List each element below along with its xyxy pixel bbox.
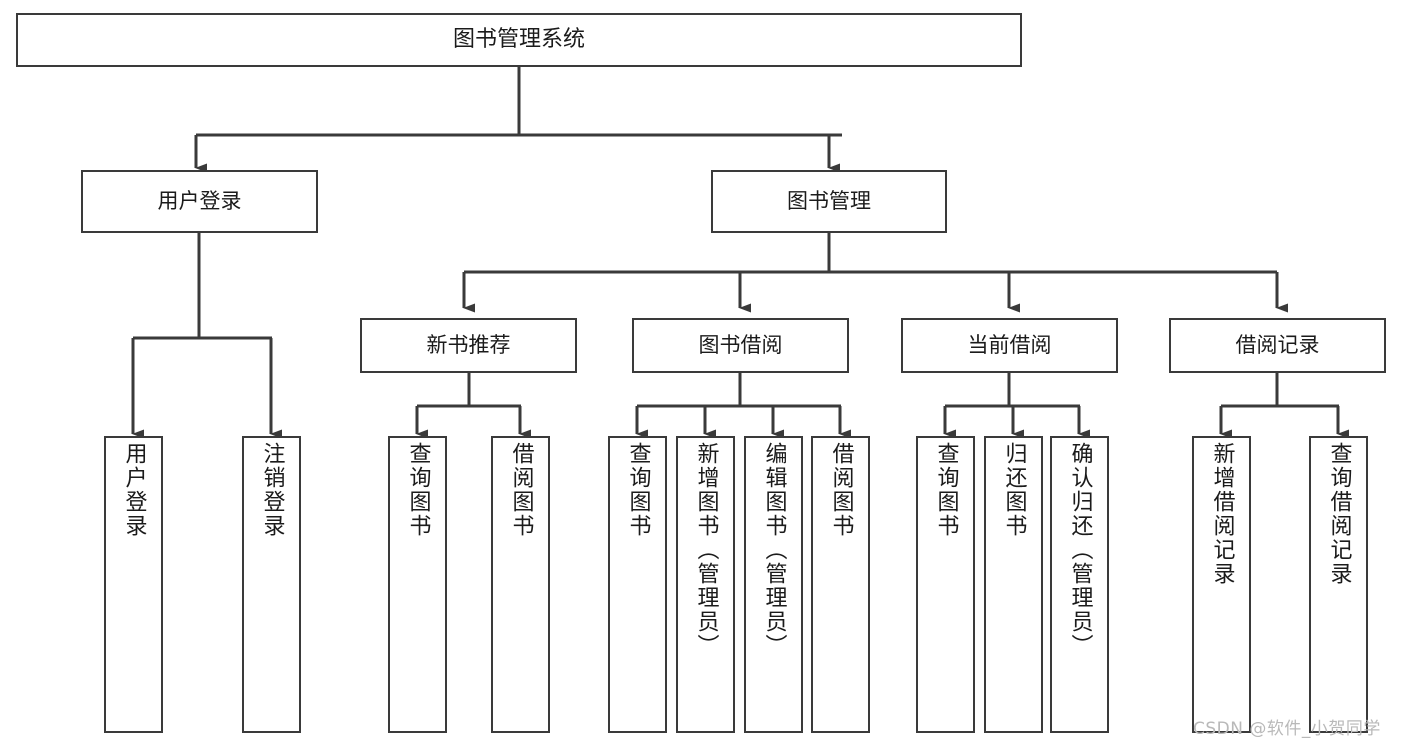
node-leaf-query-book-1-label: 查询图书: [405, 442, 431, 538]
node-leaf-confirm-return-label: 确认归还（管理员）: [1067, 442, 1093, 658]
node-leaf-query-book-3[interactable]: 查询图书: [916, 436, 975, 733]
node-leaf-add-record-label: 新增借阅记录: [1209, 442, 1235, 586]
node-leaf-query-book-2[interactable]: 查询图书: [608, 436, 667, 733]
node-leaf-borrow-book-2-label: 借阅图书: [828, 442, 854, 538]
node-leaf-borrow-book-2[interactable]: 借阅图书: [811, 436, 870, 733]
node-leaf-confirm-return[interactable]: 确认归还（管理员）: [1050, 436, 1109, 733]
node-book-borrow[interactable]: 图书借阅: [632, 318, 849, 373]
node-leaf-add-book[interactable]: 新增图书（管理员）: [676, 436, 735, 733]
node-user-login[interactable]: 用户登录: [81, 170, 318, 233]
node-leaf-user-login[interactable]: 用户登录: [104, 436, 163, 733]
node-leaf-query-record[interactable]: 查询借阅记录: [1309, 436, 1368, 733]
node-leaf-borrow-book-1[interactable]: 借阅图书: [491, 436, 550, 733]
node-leaf-edit-book-label: 编辑图书（管理员）: [761, 442, 787, 658]
node-leaf-borrow-book-1-label: 借阅图书: [508, 442, 534, 538]
node-borrow-record-label: 借阅记录: [1235, 332, 1320, 357]
node-leaf-edit-book[interactable]: 编辑图书（管理员）: [744, 436, 803, 733]
node-leaf-user-login-label: 用户登录: [121, 442, 147, 538]
node-root-book-management-system[interactable]: 图书管理系统: [16, 13, 1022, 67]
node-leaf-return-book[interactable]: 归还图书: [984, 436, 1043, 733]
node-leaf-query-book-3-label: 查询图书: [933, 442, 959, 538]
node-borrow-record[interactable]: 借阅记录: [1169, 318, 1386, 373]
node-leaf-return-book-label: 归还图书: [1001, 442, 1027, 538]
node-leaf-query-record-label: 查询借阅记录: [1326, 442, 1352, 586]
node-leaf-logout-login-label: 注销登录: [259, 442, 285, 538]
node-leaf-add-book-label: 新增图书（管理员）: [693, 442, 719, 658]
node-root-label: 图书管理系统: [452, 26, 585, 52]
node-leaf-query-book-2-label: 查询图书: [625, 442, 651, 538]
node-leaf-query-book-1[interactable]: 查询图书: [388, 436, 447, 733]
node-leaf-logout-login[interactable]: 注销登录: [242, 436, 301, 733]
node-new-book-recommend-label: 新书推荐: [426, 332, 511, 357]
node-leaf-add-record[interactable]: 新增借阅记录: [1192, 436, 1251, 733]
node-user-login-label: 用户登录: [157, 188, 242, 213]
node-book-management[interactable]: 图书管理: [711, 170, 947, 233]
node-book-borrow-label: 图书借阅: [698, 332, 783, 357]
node-current-borrow-label: 当前借阅: [967, 332, 1052, 357]
node-current-borrow[interactable]: 当前借阅: [901, 318, 1118, 373]
node-new-book-recommend[interactable]: 新书推荐: [360, 318, 577, 373]
node-book-management-label: 图书管理: [787, 188, 871, 213]
